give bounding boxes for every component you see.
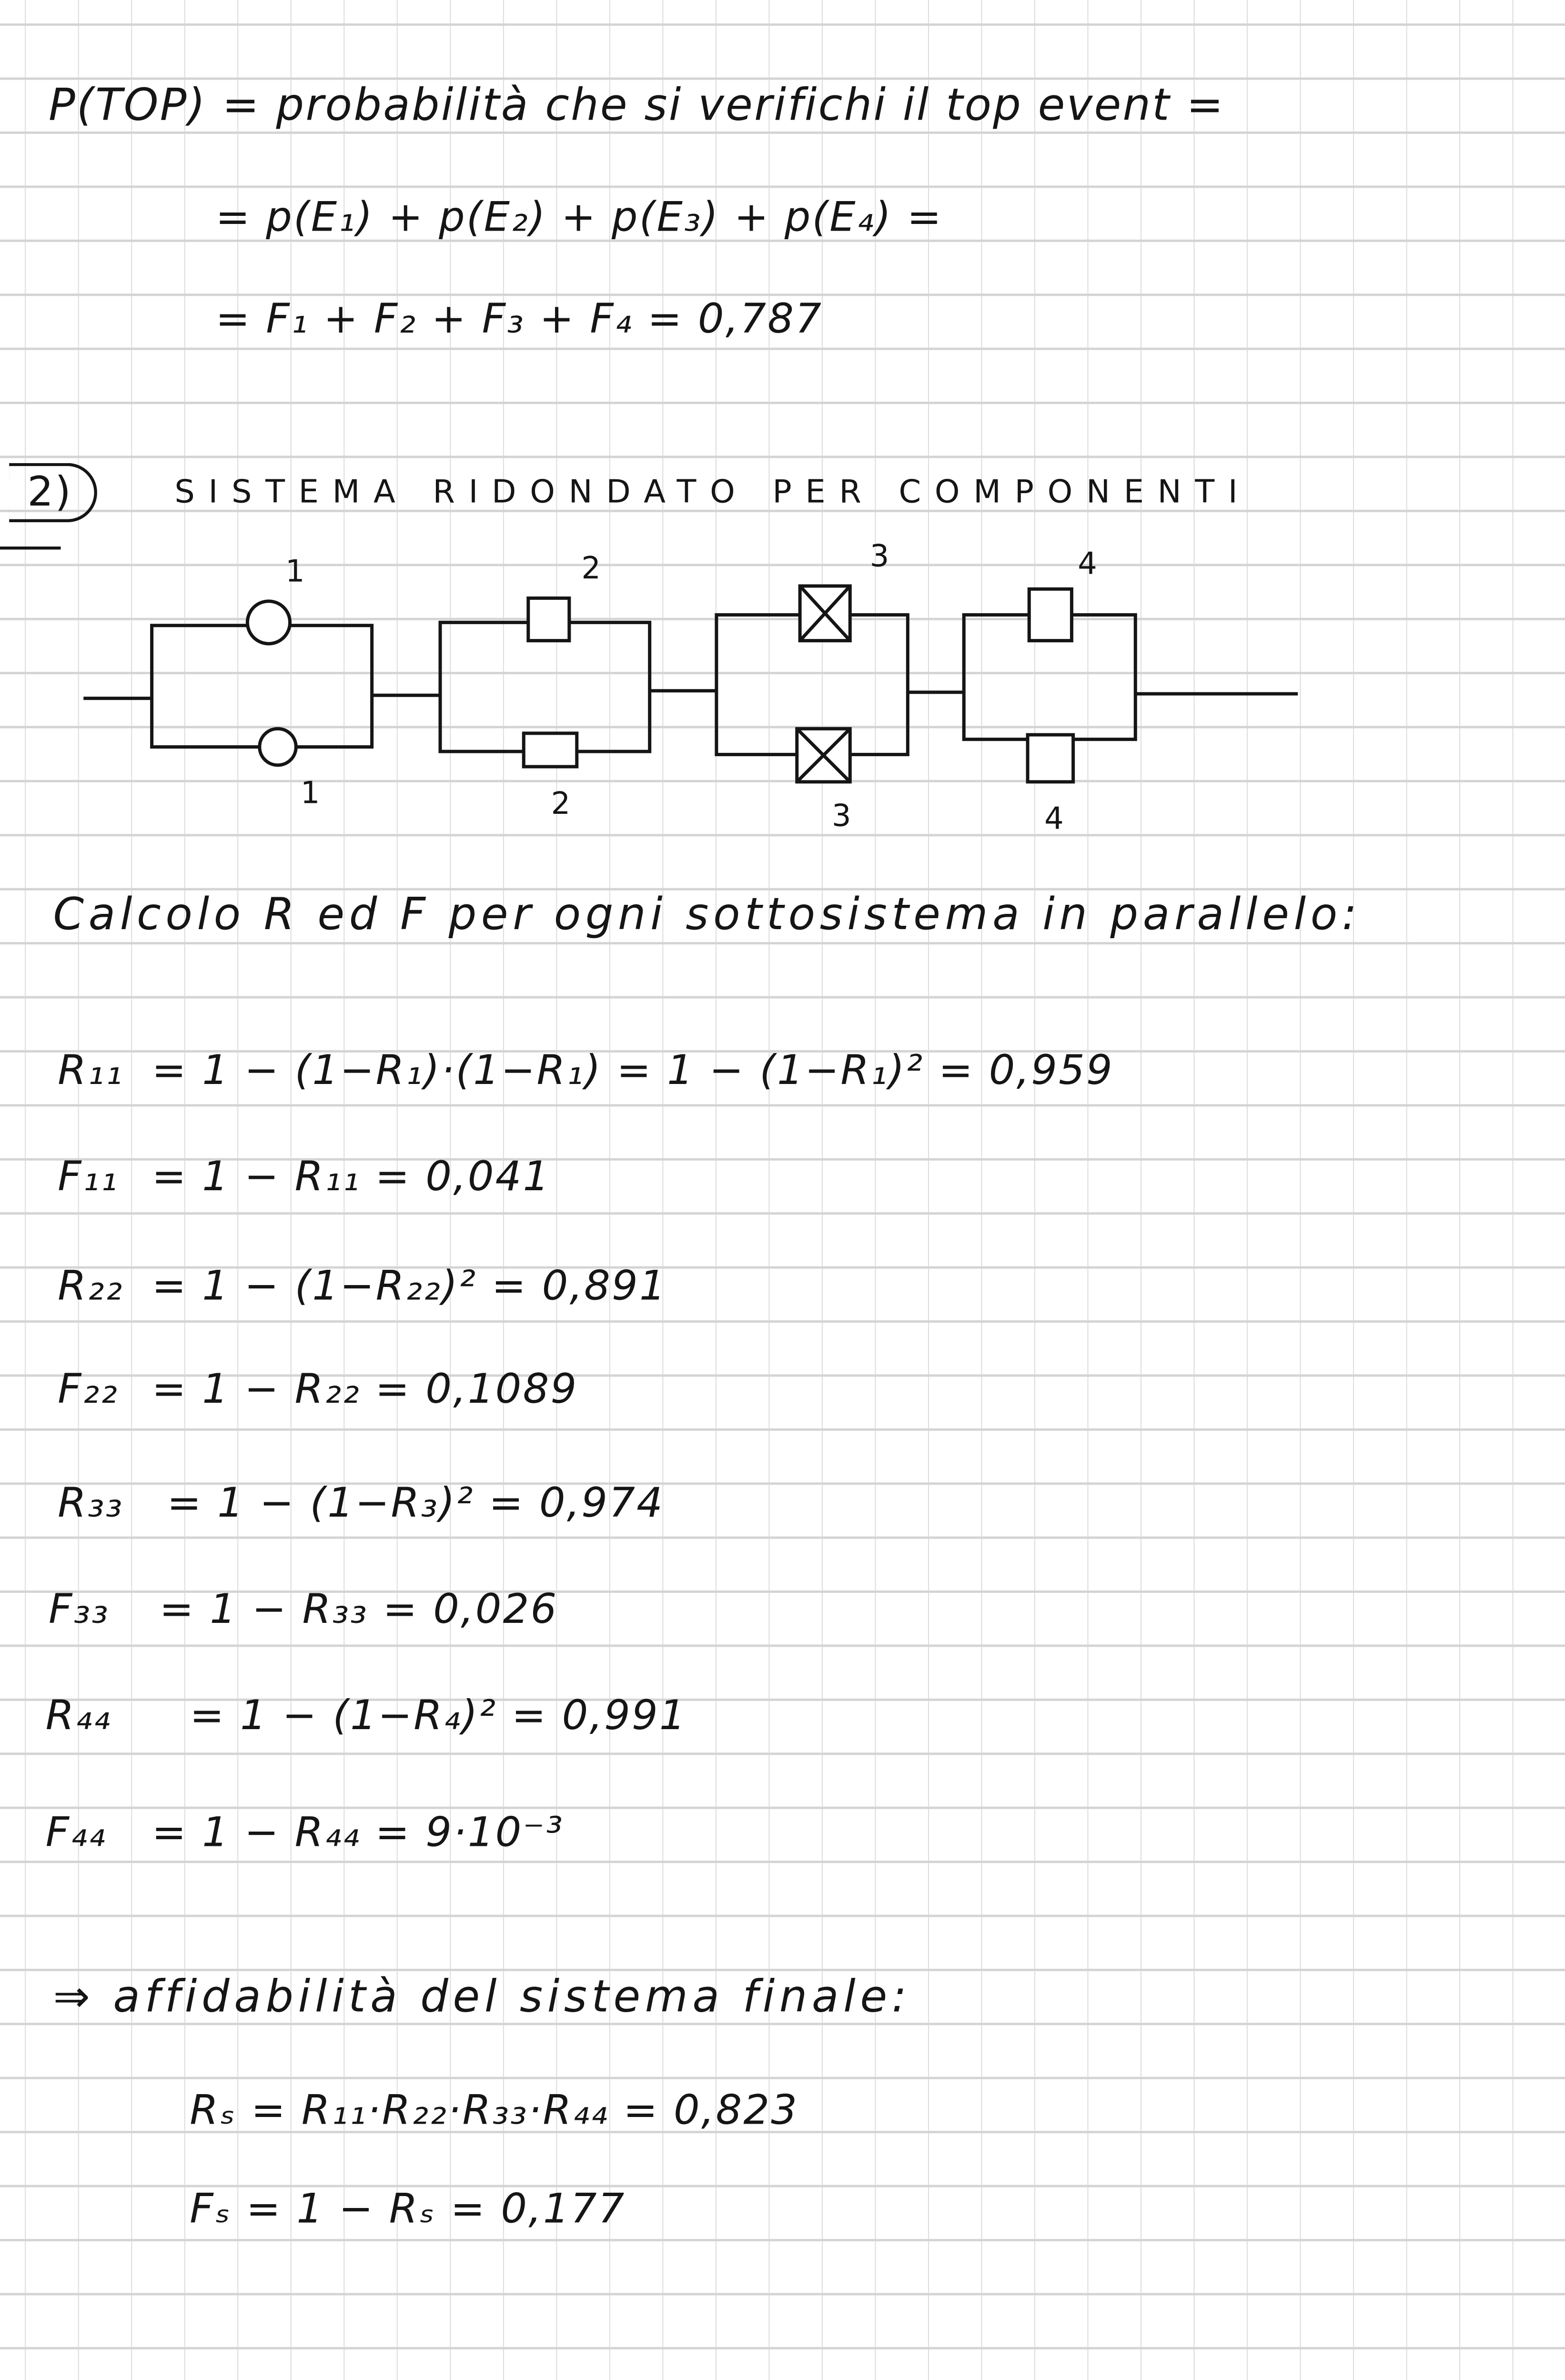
eq-expr-r33: = 1 − (1−R₃)² = 0,974 (167, 1480, 665, 1528)
section-underline (0, 547, 61, 550)
final-heading: ⇒ affidabilità del sistema finale: (53, 1970, 911, 2023)
section-title: SISTEMA RIDONDATO PER COMPONENTI (174, 474, 1252, 510)
top-event-result: = F₁ + F₂ + F₃ + F₄ = 0,787 (215, 296, 823, 344)
eq-expr-r22: = 1 − (1−R₂₂)² = 0,891 (151, 1263, 667, 1310)
component-3-bottom (795, 727, 852, 784)
label-1-top: 1 (285, 552, 305, 589)
eq-expr-r11: = 1 − (1−R₁)·(1−R₁) = 1 − (1−R₁)² = 0,95… (151, 1047, 1114, 1095)
eq-label-f33: F₃₃ (48, 1586, 110, 1634)
top-event-definition: P(TOP) = probabilità che si verifichi il… (48, 79, 1225, 131)
eq-expr-f33: = 1 − R₃₃ = 0,026 (159, 1586, 558, 1634)
component-1-bottom (258, 727, 298, 767)
section-number: 2) (9, 463, 97, 523)
eq-expr-f44: = 1 − R₄₄ = 9·10⁻³ (151, 1809, 564, 1857)
eq-label-r11: R₁₁ (58, 1047, 124, 1095)
label-1-bottom: 1 (300, 774, 320, 811)
label-2-bottom: 2 (551, 785, 571, 821)
component-1-top (245, 599, 292, 646)
eq-expr-f11: = 1 − R₁₁ = 0,041 (151, 1154, 551, 1201)
system-reliability: Rₛ = R₁₁·R₂₂·R₃₃·R₄₄ = 0,823 (190, 2087, 799, 2135)
eq-label-r22: R₂₂ (58, 1263, 124, 1310)
eq-label-r33: R₃₃ (58, 1480, 124, 1528)
system-unreliability: Fₛ = 1 − Rₛ = 0,177 (190, 2186, 626, 2233)
label-3-top: 3 (869, 537, 889, 574)
component-2-top (526, 596, 571, 643)
component-4-top (1027, 587, 1073, 643)
eq-expr-f22: = 1 − R₂₂ = 0,1089 (151, 1366, 578, 1414)
eq-label-f22: F₂₂ (58, 1366, 119, 1414)
eq-label-r44: R₄₄ (45, 1692, 111, 1740)
component-2-bottom (522, 731, 579, 769)
label-3-bottom: 3 (832, 797, 851, 834)
eq-label-f44: F₄₄ (45, 1809, 107, 1857)
label-2-top: 2 (581, 549, 601, 586)
component-4-bottom (1026, 733, 1075, 784)
eq-label-f11: F₁₁ (58, 1154, 119, 1201)
label-4-top: 4 (1078, 545, 1097, 582)
label-4-bottom: 4 (1044, 800, 1064, 837)
eq-expr-r44: = 1 − (1−R₄)² = 0,991 (190, 1692, 687, 1740)
component-3-top (798, 584, 852, 643)
calculation-heading: Calcolo R ed F per ogni sottosistema in … (53, 888, 1362, 940)
top-event-sum: = p(E₁) + p(E₂) + p(E₃) + p(E₄) = (215, 194, 943, 242)
